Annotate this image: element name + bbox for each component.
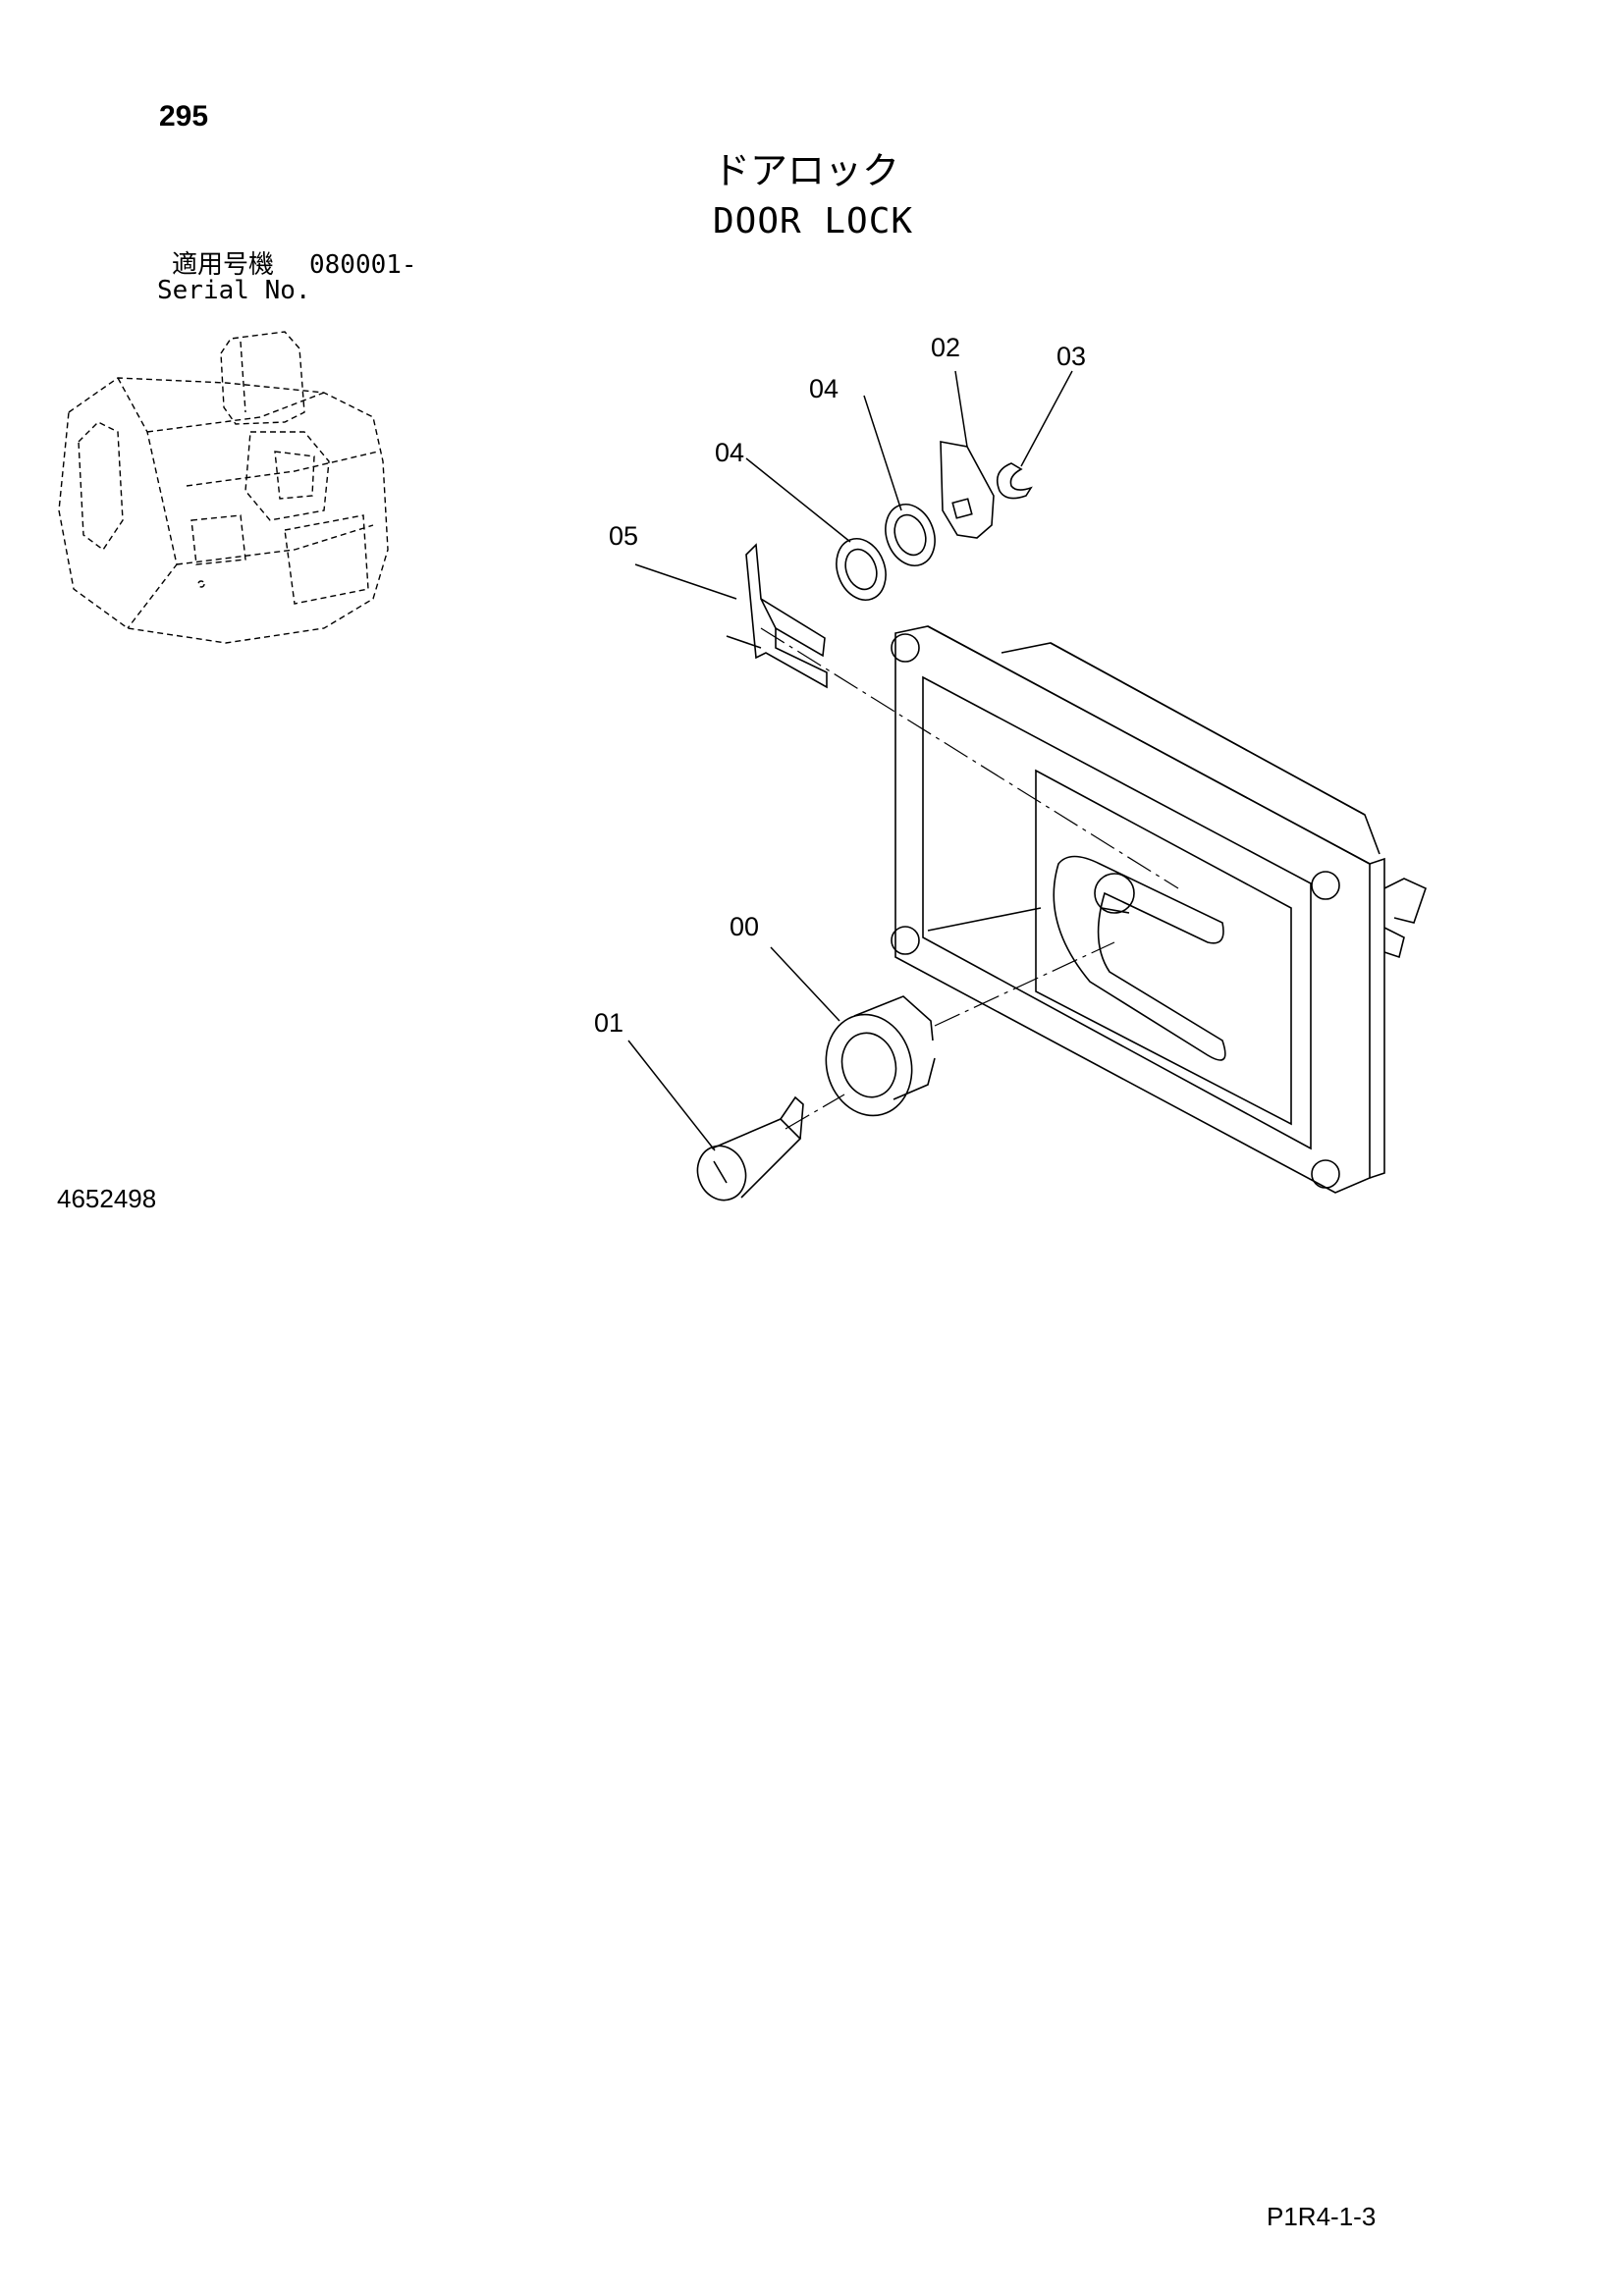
door-lock-body (891, 625, 1427, 1194)
callout-03: 03 (1056, 342, 1086, 371)
callout-04-b: 04 (809, 374, 839, 403)
callout-05: 05 (609, 521, 638, 551)
page-code: P1R4-1-3 (1267, 2202, 1377, 2231)
machine-thumbnail (58, 331, 389, 644)
callout-04-a: 04 (715, 438, 744, 467)
cam-part-02 (940, 441, 995, 539)
drawing-number: 4652498 (57, 1184, 157, 1213)
callout-01: 01 (594, 1008, 623, 1038)
washer-part-04-a (836, 538, 887, 601)
cylinder-part-01 (696, 1095, 804, 1201)
clip-part-05 (726, 543, 828, 689)
serial-label-english: Serial No. (157, 276, 311, 305)
callout-00: 00 (730, 912, 759, 941)
housing-part-00 (825, 995, 936, 1117)
page-number: 295 (159, 100, 209, 133)
snap-ring-part-03 (996, 462, 1033, 500)
assembly-centerlines (760, 627, 1179, 1130)
serial-range: 080001- (309, 250, 417, 280)
callout-leaders (627, 370, 1073, 1151)
callout-02: 02 (931, 333, 960, 362)
washer-part-04-b (885, 504, 936, 566)
title-japanese: ドアロック (713, 149, 900, 192)
serial-label-japanese: 適用号機 (172, 250, 275, 280)
title-english: DOOR LOCK (713, 201, 914, 241)
